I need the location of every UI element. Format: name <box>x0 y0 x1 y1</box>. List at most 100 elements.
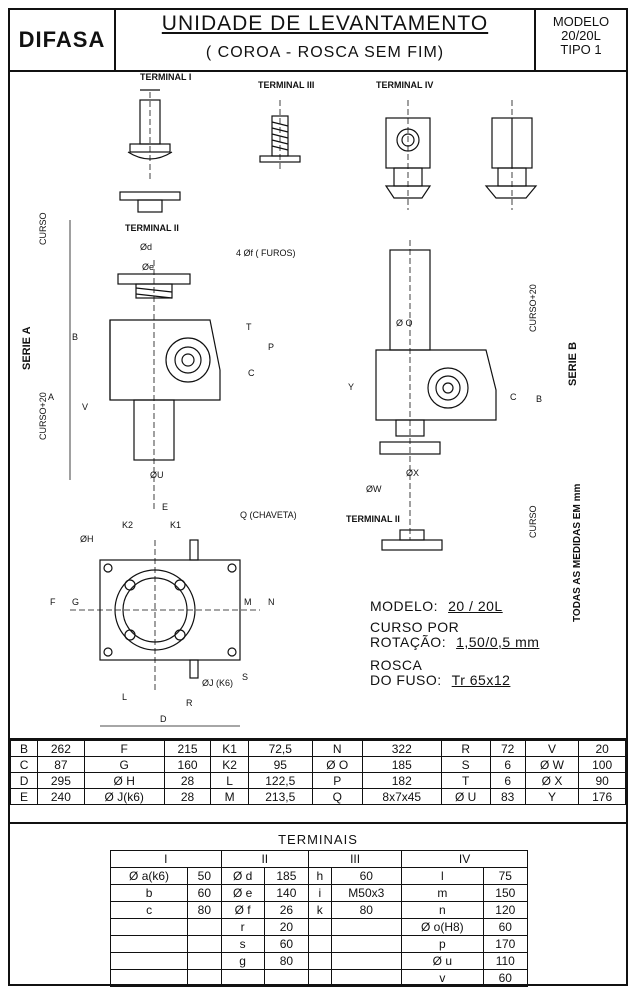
dimension-label-cell: Ø O <box>311 756 363 773</box>
plan-view: E K2 K1 ØH Q (CHAVETA) F G M N S ØJ <box>50 502 297 727</box>
spec-rosca-value: Tr 65x12 <box>451 672 511 688</box>
terminal-label-cell <box>308 969 332 987</box>
serie-b-view: SERIE B CURSO+20 CURSO Ø O ØX ØW TERMINA… <box>346 240 579 551</box>
dimension-label-cell: G <box>83 756 165 773</box>
serie-a-label: SERIE A <box>21 326 33 370</box>
dimension-label-cell: T <box>440 772 491 789</box>
diam-h-label: ØH <box>80 534 94 544</box>
terminal-label-cell: k <box>308 901 332 919</box>
dim-c-label-a: C <box>248 368 255 378</box>
terminal-label-cell: Ø a(k6) <box>109 867 189 885</box>
dim-e-label: E <box>162 502 168 512</box>
terminal-value-cell: 60 <box>263 935 310 953</box>
model-label: MODELO <box>552 14 610 29</box>
dimension-value-cell: 6 <box>489 756 526 773</box>
terminal-label-cell: r <box>220 918 265 936</box>
diam-d-label: Ød <box>140 242 152 252</box>
dimension-value-cell: 83 <box>489 788 526 805</box>
terminal-label-cell: p <box>401 935 484 953</box>
terminal-value-cell <box>187 952 222 970</box>
terminal-label-cell <box>308 918 332 936</box>
dimension-value-cell: 6 <box>489 772 526 789</box>
terminal-value-cell: 80 <box>187 901 222 919</box>
dimension-label-cell: Y <box>524 788 580 805</box>
page-title: UNIDADE DE LEVANTAMENTO <box>161 12 489 35</box>
dimension-value-cell: 72 <box>489 740 526 757</box>
dimension-value-cell: 72,5 <box>247 740 313 757</box>
model-box: MODELO 20/20L TIPO 1 <box>534 10 626 70</box>
spec-modelo-label: MODELO: <box>370 598 439 614</box>
terminal-value-cell <box>187 969 222 987</box>
dimension-label-cell: L <box>210 772 249 789</box>
dimension-value-cell: 100 <box>578 756 626 773</box>
dimension-label-cell: D <box>9 772 39 789</box>
dimension-value-cell: 176 <box>578 788 626 805</box>
terminal-4-view: TERMINAL IV <box>376 80 433 210</box>
dimension-label-cell: P <box>311 772 363 789</box>
dim-s-label: S <box>242 672 248 682</box>
terminal-label-cell: c <box>109 901 189 919</box>
dim-k2-label: K2 <box>122 520 133 530</box>
terminal-3-label: TERMINAL III <box>258 80 314 90</box>
dimension-value-cell: 95 <box>247 756 313 773</box>
spec-modelo-value: 20 / 20L <box>448 598 503 614</box>
dimension-label-cell: S <box>440 756 491 773</box>
dim-b-label-a: B <box>72 332 78 342</box>
terminal-label-cell: g <box>220 952 265 970</box>
terminal-1-view: TERMINAL I TERMINAL II <box>119 72 191 233</box>
curso-a-label: CURSO+20 <box>38 392 48 440</box>
table-divider <box>10 738 626 740</box>
dimension-label-cell: Ø H <box>83 772 165 789</box>
dim-b-label-b: B <box>536 394 542 404</box>
diam-e-label: Øe <box>142 262 154 272</box>
diam-w-label: ØW <box>366 484 382 494</box>
terminal-label-cell <box>109 918 189 936</box>
terminal-value-cell: 60 <box>187 884 222 902</box>
dimension-value-cell: 28 <box>163 772 212 789</box>
title-block: DIFASA UNIDADE DE LEVANTAMENTO ( COROA -… <box>10 10 626 72</box>
terminal-2b-label: TERMINAL II <box>346 514 400 524</box>
dimension-label-cell: Ø J(k6) <box>83 788 165 805</box>
terminal-value-cell <box>263 969 310 987</box>
terminal-label-cell: m <box>401 884 484 902</box>
terminal-4-side-view <box>484 100 538 210</box>
dimension-value-cell: 322 <box>361 740 442 757</box>
serie-a-view: SERIE A CURSO CURSO+20 4 Øf ( FUROS) Ød … <box>21 212 296 510</box>
terminal-value-cell: 170 <box>482 935 529 953</box>
dimension-label-cell: M <box>210 788 249 805</box>
spec-curso: CURSO POR ROTAÇÃO:1,50/0,5 mm <box>370 620 539 650</box>
chaveta-label: Q (CHAVETA) <box>240 510 297 520</box>
terminal-label-cell: Ø u <box>401 952 484 970</box>
terminal-label-cell: l <box>401 867 484 885</box>
terminal-value-cell: 75 <box>482 867 529 885</box>
spec-rosca-label-2: DO FUSO: <box>370 672 442 688</box>
technical-drawing: TERMINAL I TERMINAL II TERMINAL III TERM… <box>21 72 579 727</box>
terminal-label-cell <box>109 969 189 987</box>
terminal-value-cell <box>330 935 403 953</box>
terminal-value-cell: 50 <box>187 867 222 885</box>
terminal-value-cell <box>330 969 403 987</box>
dimension-value-cell: 8x7x45 <box>361 788 442 805</box>
terminal-label-cell: b <box>109 884 189 902</box>
terminal-label-cell <box>109 935 189 953</box>
terminal-label-cell: v <box>401 969 484 987</box>
dimension-label-cell: K1 <box>210 740 249 757</box>
dimension-label-cell: N <box>311 740 363 757</box>
terminal-value-cell: 60 <box>482 918 529 936</box>
terminal-label-cell: n <box>401 901 484 919</box>
dim-n-label: N <box>268 597 275 607</box>
terminal-2-label: TERMINAL II <box>125 223 179 233</box>
terminal-value-cell <box>330 952 403 970</box>
dim-k1-label: K1 <box>170 520 181 530</box>
terminal-value-cell: 26 <box>263 901 310 919</box>
model-number: 20/20L <box>561 28 601 43</box>
terminal-value-cell: M50x3 <box>330 884 403 902</box>
dimension-label-cell: Ø U <box>440 788 491 805</box>
